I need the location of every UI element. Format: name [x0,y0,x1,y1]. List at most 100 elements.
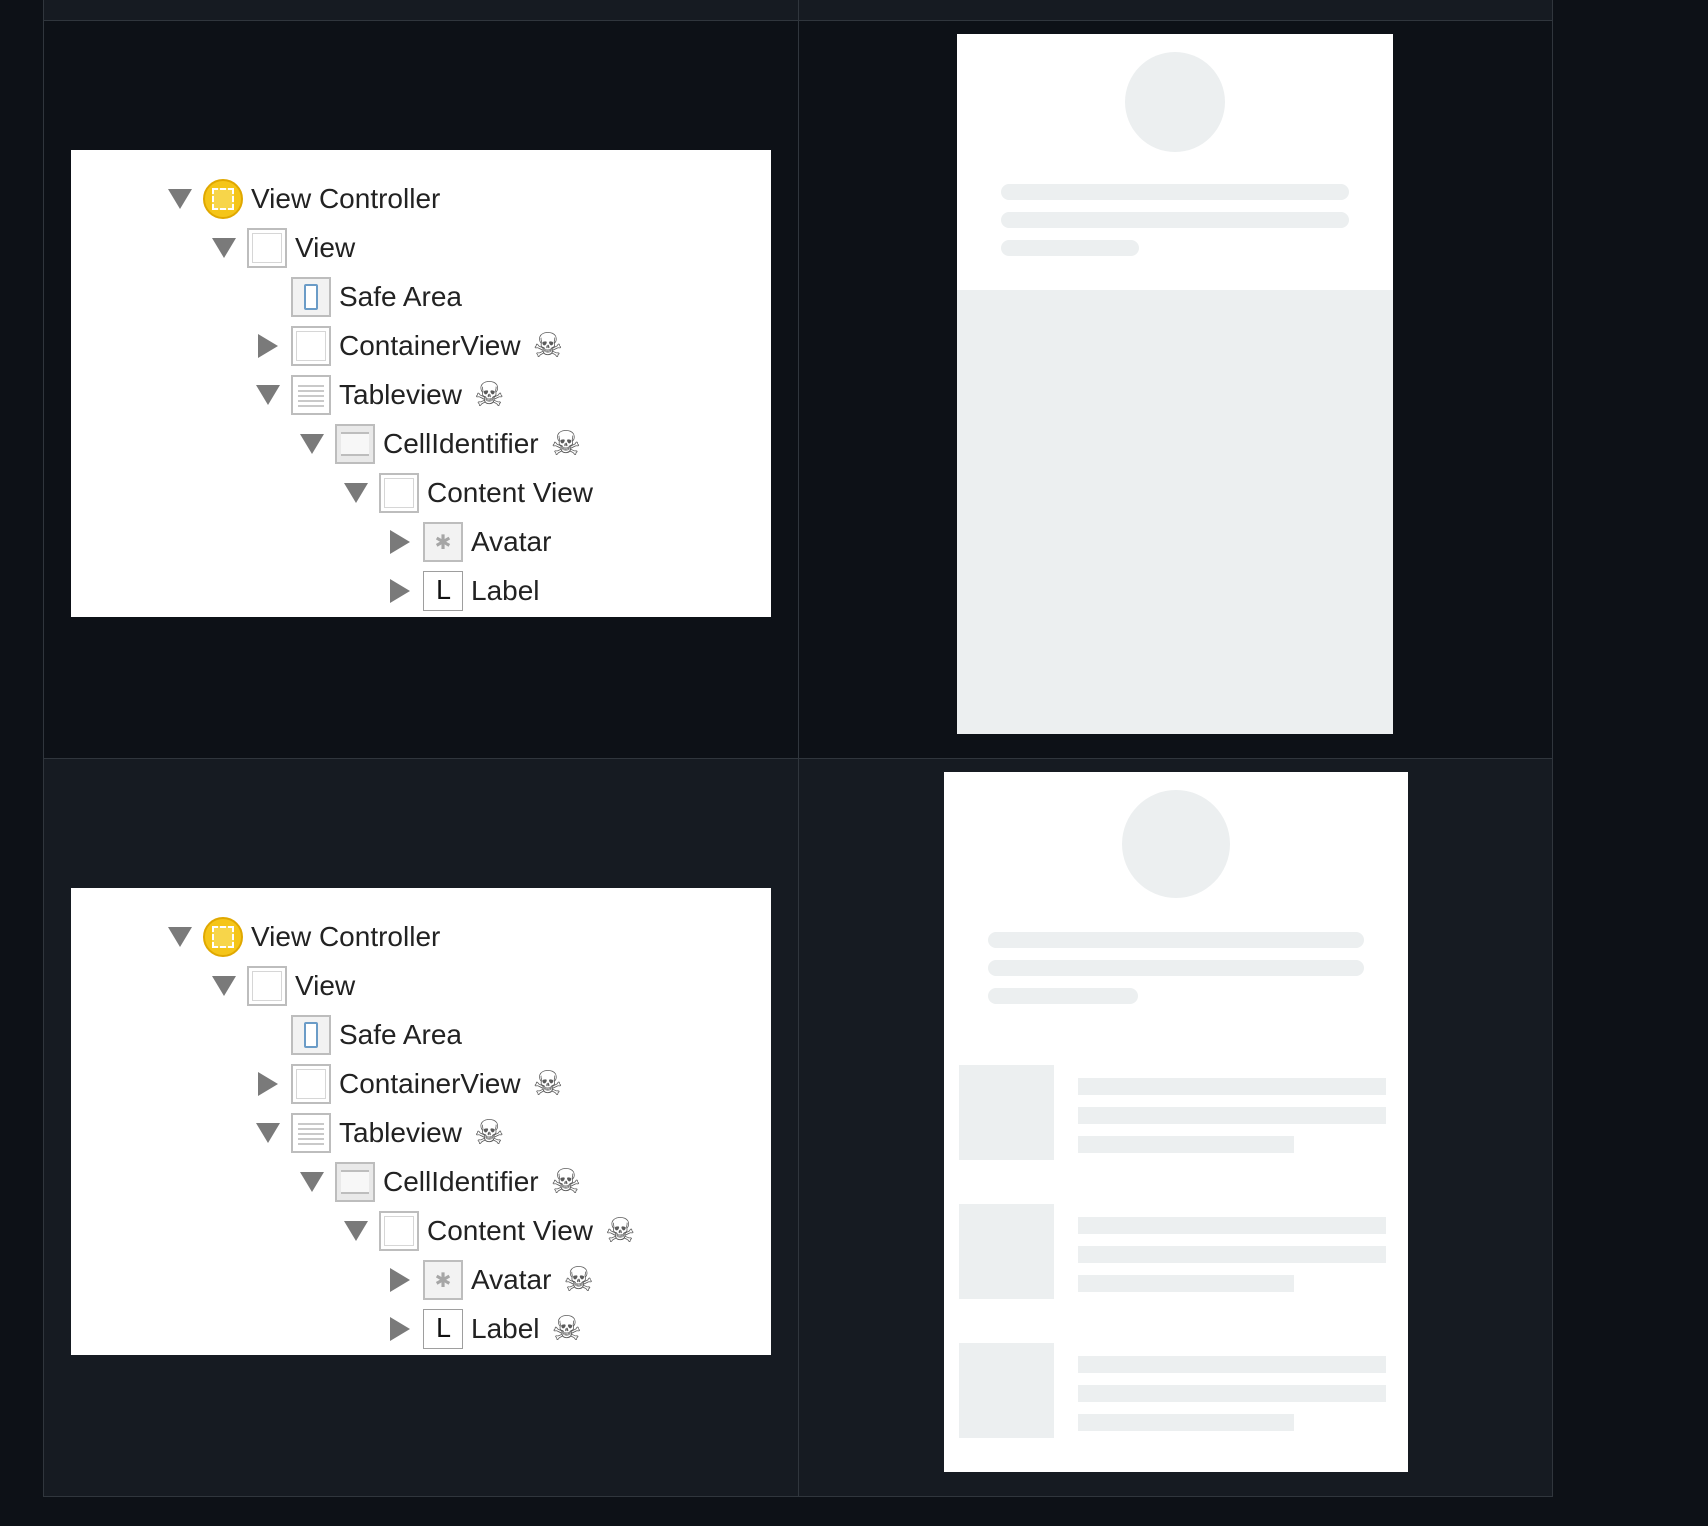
outline-row[interactable]: View Controller [167,915,440,959]
disclosure-expanded-icon[interactable] [211,235,237,261]
outline-item-label: View [295,970,356,1001]
skeleton-line [988,988,1138,1004]
outline-item-label: Tableview [339,379,462,410]
disclosure-expanded-icon[interactable] [211,973,237,999]
image-view-icon [423,1260,463,1300]
outline-row[interactable]: Content View ☠ [343,1209,636,1253]
view-icon [291,326,331,366]
skeleton-cell-line [1078,1385,1386,1402]
skeleton-preview-header-only [957,34,1393,734]
skeleton-line [988,932,1364,948]
skull-icon: ☠ [563,1260,594,1300]
view-icon [379,473,419,513]
skeleton-header [957,34,1393,290]
skull-icon: ☠ [473,375,505,415]
skeleton-cell-thumbnail [959,1204,1054,1299]
outline-row[interactable]: View Controller [167,177,440,221]
view-controller-icon [203,179,243,219]
skeleton-cell-thumbnail [959,1065,1054,1160]
table-cell-icon [335,424,375,464]
disclosure-collapsed-icon[interactable] [387,529,413,555]
view-icon [247,966,287,1006]
disclosure-expanded-icon[interactable] [299,1169,325,1195]
outline-item-label: Tableview [339,1117,462,1148]
table-cell-icon [335,1162,375,1202]
disclosure-expanded-icon[interactable] [255,382,281,408]
outline-row[interactable]: Tableview ☠ [255,1111,504,1155]
skeleton-cell-line [1078,1275,1294,1292]
disclosure-expanded-icon[interactable] [167,186,193,212]
disclosure-collapsed-icon[interactable] [387,1267,413,1293]
disclosure-expanded-icon[interactable] [299,431,325,457]
outline-row[interactable]: Safe Area [255,1013,462,1057]
outline-row[interactable]: Avatar ☠ [387,1258,594,1302]
skeleton-cell-line [1078,1078,1386,1095]
outline-row[interactable]: ContainerView☠ [255,324,563,368]
safe-area-icon [291,1015,331,1055]
outline-row[interactable]: L Label ☠ [387,1307,582,1351]
skull-icon: ☠ [550,1162,582,1202]
disclosure-expanded-icon[interactable] [343,480,369,506]
column-divider [798,0,799,20]
skeleton-preview-with-cells [944,772,1408,1472]
outline-item-label: Content View [427,477,594,508]
view-controller-icon [203,917,243,957]
outline-row[interactable]: Avatar [387,520,551,564]
table-view-icon [291,1113,331,1153]
disclosure-expanded-icon[interactable] [343,1218,369,1244]
outline-row[interactable]: Tableview ☠ [255,373,504,417]
skull-icon: ☠ [605,1211,636,1251]
view-icon [379,1211,419,1251]
outline-row[interactable]: Safe Area [255,275,462,319]
table-view-icon [291,375,331,415]
disclosure-collapsed-icon[interactable] [387,1316,413,1342]
outline-row[interactable]: View [211,226,355,270]
column-divider [798,21,799,758]
safe-area-icon [291,277,331,317]
skeleton-avatar-circle [1125,52,1225,152]
outline-item-label: Avatar [471,526,552,557]
outline-item-label: ContainerView [339,1068,521,1099]
skeleton-cell-line [1078,1246,1386,1263]
skeleton-line [988,960,1364,976]
skeleton-line [1001,184,1349,200]
skeleton-cell-line [1078,1107,1386,1124]
skeleton-cell-line [1078,1414,1294,1431]
skull-icon: ☠ [473,1113,505,1153]
skeleton-avatar-circle [1122,790,1230,898]
skeleton-cell-line [1078,1356,1386,1373]
outline-row[interactable]: CellIdentifier☠ [299,422,581,466]
outline-item-label: Content View [427,1215,594,1246]
skull-icon: ☠ [551,1309,582,1349]
skeleton-cell-thumbnail [959,1343,1054,1438]
outline-row[interactable]: ContainerView☠ [255,1062,563,1106]
label-icon: L [423,571,463,611]
skeleton-cell-line [1078,1217,1386,1234]
disclosure-collapsed-icon[interactable] [255,1071,281,1097]
table-header-row [43,0,1553,21]
outline-item-label: Avatar [471,1264,552,1295]
view-icon [247,228,287,268]
outline-row[interactable]: Content View [343,471,593,515]
view-icon [291,1064,331,1104]
label-icon: L [423,1309,463,1349]
skull-icon: ☠ [550,424,582,464]
outline-row[interactable]: CellIdentifier☠ [299,1160,581,1204]
skeleton-line [1001,240,1139,256]
disclosure-collapsed-icon[interactable] [255,333,281,359]
outline-item-label: View Controller [251,921,441,952]
outline-item-label: Label [471,1313,540,1344]
disclosure-collapsed-icon[interactable] [387,578,413,604]
outline-row[interactable]: View [211,964,355,1008]
outline-item-label: ContainerView [339,330,521,361]
skeleton-cell-line [1078,1136,1294,1153]
outline-item-label: View [295,232,356,263]
column-divider [798,759,799,1496]
disclosure-expanded-icon[interactable] [167,924,193,950]
disclosure-expanded-icon[interactable] [255,1120,281,1146]
